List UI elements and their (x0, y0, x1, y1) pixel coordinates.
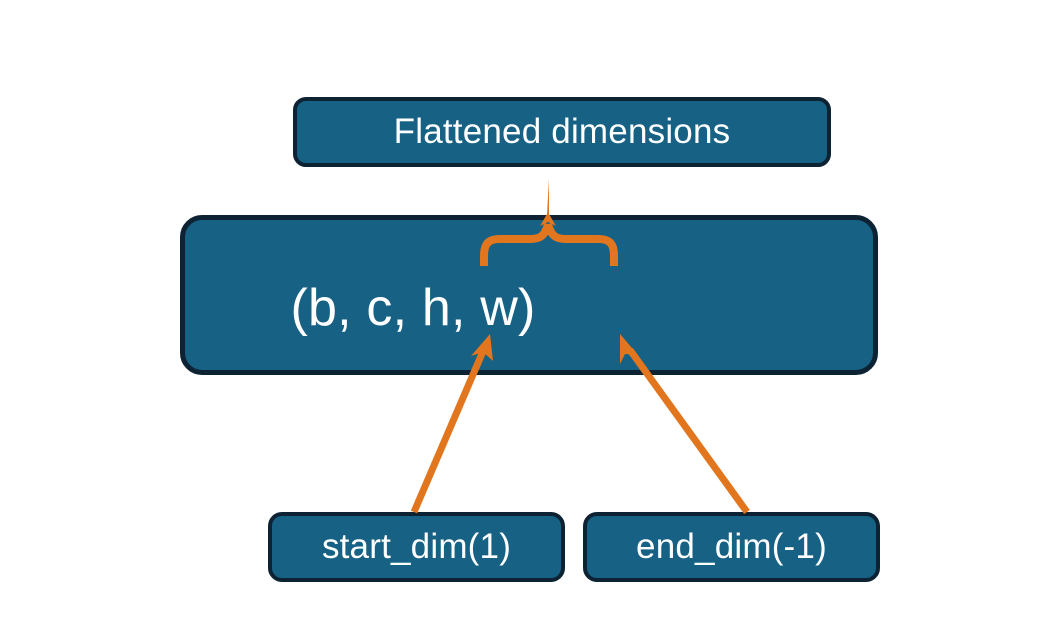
start-dim-label: start_dim(1) (321, 527, 512, 566)
end-dim-box[interactable]: end_dim(-1) (583, 512, 880, 582)
tensor-shape-label: (b, c, h, w) (290, 279, 536, 337)
flattened-dimensions-box[interactable]: Flattened dimensions (293, 97, 831, 167)
end-dim-label: end_dim(-1) (636, 527, 827, 566)
start-dim-box[interactable]: start_dim(1) (268, 512, 565, 582)
flattened-dimensions-label: Flattened dimensions (393, 112, 731, 151)
tensor-shape-box[interactable]: (b, c, h, w) (180, 215, 878, 375)
